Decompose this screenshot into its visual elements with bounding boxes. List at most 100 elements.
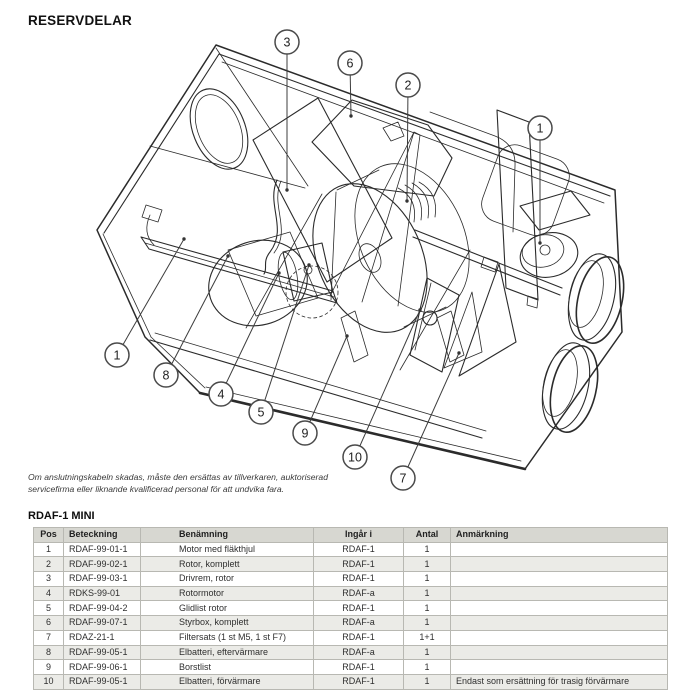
callout-1: 1 xyxy=(527,115,553,141)
leader-dot xyxy=(457,351,461,355)
cell-beteckning: RDAF-99-01-1 xyxy=(63,541,141,558)
floor-dividers xyxy=(245,193,471,371)
leader-dot xyxy=(285,188,289,192)
cell-beteckning: RDAZ-21-1 xyxy=(63,629,141,646)
cell-ben-mning: Rotormotor xyxy=(140,585,314,602)
cell-anm-rkning xyxy=(450,585,668,602)
cell-pos: 7 xyxy=(33,629,64,646)
svg-text:9: 9 xyxy=(302,427,309,441)
cell-anm-rkning xyxy=(450,659,668,675)
cell-ing-r-i: RDAF-1 xyxy=(313,556,404,573)
leader-dot xyxy=(307,263,311,267)
cell-beteckning: RDAF-99-05-1 xyxy=(63,673,141,690)
cell-ben-mning: Rotor, komplett xyxy=(140,556,314,573)
cell-beteckning: RDAF-99-04-2 xyxy=(63,600,141,617)
cell-antal: 1+1 xyxy=(403,629,451,646)
cell-antal: 1 xyxy=(403,615,451,631)
cell-ing-r-i: RDAF-1 xyxy=(313,659,404,675)
control-box xyxy=(311,99,453,197)
back-wall xyxy=(149,47,570,236)
cell-ing-r-i: RDAF-1 xyxy=(313,629,404,646)
cell-anm-rkning xyxy=(450,571,668,587)
svg-text:3: 3 xyxy=(284,36,291,50)
leader-line-5 xyxy=(260,264,310,413)
column-header-pos: Pos xyxy=(33,527,64,543)
callout-6: 6 xyxy=(337,50,363,76)
glide-rail xyxy=(140,229,563,304)
cell-anm-rkning: Endast som ersättning för trasig förvärm… xyxy=(450,673,668,690)
rotor-matrix-hatch xyxy=(252,97,393,283)
cell-pos: 8 xyxy=(33,644,64,661)
leader-line-1 xyxy=(116,238,185,356)
cell-pos: 9 xyxy=(33,659,64,675)
cell-antal: 1 xyxy=(403,659,451,675)
cell-antal: 1 xyxy=(403,571,451,587)
cell-beteckning: RDAF-99-07-1 xyxy=(63,615,141,631)
cell-pos: 6 xyxy=(33,615,64,631)
cell-ing-r-i: RDAF-1 xyxy=(313,600,404,617)
cell-pos: 4 xyxy=(33,585,64,602)
svg-text:1: 1 xyxy=(537,122,544,136)
cell-beteckning: RDAF-99-02-1 xyxy=(63,556,141,573)
cell-ben-mning: Styrbox, komplett xyxy=(140,615,314,631)
callout-5: 5 xyxy=(248,399,274,425)
page-title: RESERVDELAR xyxy=(28,13,132,28)
cell-pos: 1 xyxy=(33,541,64,558)
cell-antal: 1 xyxy=(403,644,451,661)
cell-anm-rkning xyxy=(450,541,668,558)
callout-4: 4 xyxy=(208,381,234,407)
duct-connections xyxy=(541,253,625,433)
cell-ing-r-i: RDAF-1 xyxy=(313,673,404,690)
rotor-wheel xyxy=(312,131,470,333)
cell-ben-mning: Elbatteri, förvärmare xyxy=(140,673,314,690)
column-header-ing-r-i: Ingår i xyxy=(313,527,404,543)
cell-ing-r-i: RDAF-a xyxy=(313,585,404,602)
callout-7: 7 xyxy=(390,465,416,491)
cell-ben-mning: Motor med fläkthjul xyxy=(140,541,314,558)
leader-line-9 xyxy=(304,335,348,434)
column-header-anm-rkning: Anmärkning xyxy=(450,527,668,543)
cell-pos: 2 xyxy=(33,556,64,573)
callout-10: 10 xyxy=(342,444,368,470)
cell-ing-r-i: RDAF-a xyxy=(313,644,404,661)
exhaust-fan-assembly xyxy=(496,109,591,309)
cell-pos: 5 xyxy=(33,600,64,617)
cell-pos: 10 xyxy=(33,673,64,690)
column-header-ben-mning: Benämning xyxy=(140,527,314,543)
cell-ing-r-i: RDAF-a xyxy=(313,615,404,631)
leader-dot xyxy=(182,237,186,241)
cell-ben-mning: Elbatteri, eftervärmare xyxy=(140,644,314,661)
leader-line-10 xyxy=(354,309,421,458)
leader-line-8 xyxy=(165,255,229,376)
callout-9: 9 xyxy=(292,420,318,446)
heater-and-filters xyxy=(340,263,517,377)
cell-ing-r-i: RDAF-1 xyxy=(313,571,404,587)
cell-beteckning: RDKS-99-01 xyxy=(63,585,141,602)
leader-dot xyxy=(345,334,349,338)
table-title: RDAF-1 MINI xyxy=(28,510,95,522)
cell-antal: 1 xyxy=(403,673,451,690)
cell-anm-rkning xyxy=(450,556,668,573)
cell-ben-mning: Glidlist rotor xyxy=(140,600,314,617)
svg-text:5: 5 xyxy=(258,406,265,420)
cell-ing-r-i: RDAF-1 xyxy=(313,541,404,558)
cell-antal: 1 xyxy=(403,541,451,558)
leader-dot xyxy=(405,199,409,203)
cell-anm-rkning xyxy=(450,600,668,617)
leader-dot xyxy=(277,271,281,275)
leader-dot xyxy=(538,241,542,245)
leader-line-2 xyxy=(406,84,409,202)
safety-note: Om anslutningskabeln skadas, måste den e… xyxy=(28,472,328,494)
cell-ben-mning: Filtersats (1 st M5, 1 st F7) xyxy=(140,629,314,646)
cell-ben-mning: Drivrem, rotor xyxy=(140,571,314,587)
